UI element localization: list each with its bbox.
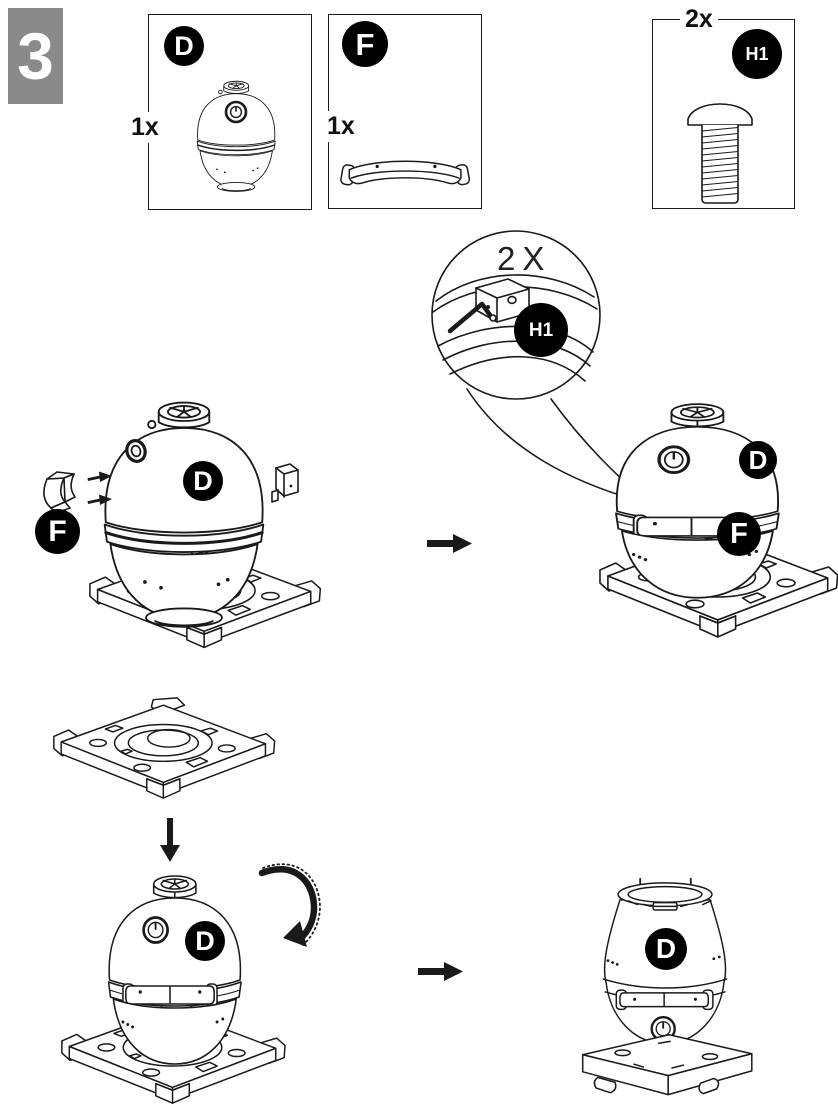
part-badge-d: D <box>164 26 204 66</box>
callout-badge-h1: H1 <box>514 303 568 357</box>
arrow-down-icon <box>160 818 180 862</box>
hinge-bracket <box>271 463 299 503</box>
diagram3-badge-d: D <box>185 921 225 961</box>
qty-label-d: 1x <box>126 112 164 143</box>
diagram2-badge-d: D <box>739 441 777 479</box>
step-number-box: 3 <box>8 8 63 104</box>
diagram-attach-handle <box>43 401 322 649</box>
thermometer-gauge <box>125 439 147 463</box>
diagram-handle-attached <box>599 402 838 638</box>
handle-part-illustration-f <box>339 160 471 187</box>
base-illustration <box>53 697 276 799</box>
bolt-illustration-h1 <box>687 103 753 204</box>
diagram2-badge-f: F <box>717 512 761 556</box>
qty-label-h1: 2x <box>680 4 718 35</box>
part-badge-h1: H1 <box>732 29 782 79</box>
handle-end-part <box>43 471 76 514</box>
diagram4-badge-d: D <box>645 928 687 970</box>
rotate-arrow-icon <box>258 863 321 947</box>
diagram1-badge-f: F <box>35 509 80 554</box>
diagram-inverted-result <box>581 877 753 1096</box>
arrow-right-icon-2 <box>417 961 464 982</box>
grill-part-illustration-d <box>196 80 276 193</box>
step-number: 3 <box>17 19 54 93</box>
part-badge-f: F <box>342 21 388 67</box>
diagram1-badge-d: D <box>183 461 223 501</box>
arrow-right-icon <box>426 533 473 554</box>
diagram-place-on-base <box>61 863 321 1104</box>
allen-key-icon <box>447 301 497 334</box>
qty-label-f: 1x <box>322 111 360 142</box>
attach-arrow-icons <box>87 471 112 505</box>
callout-qty-label: 2X <box>497 240 552 277</box>
